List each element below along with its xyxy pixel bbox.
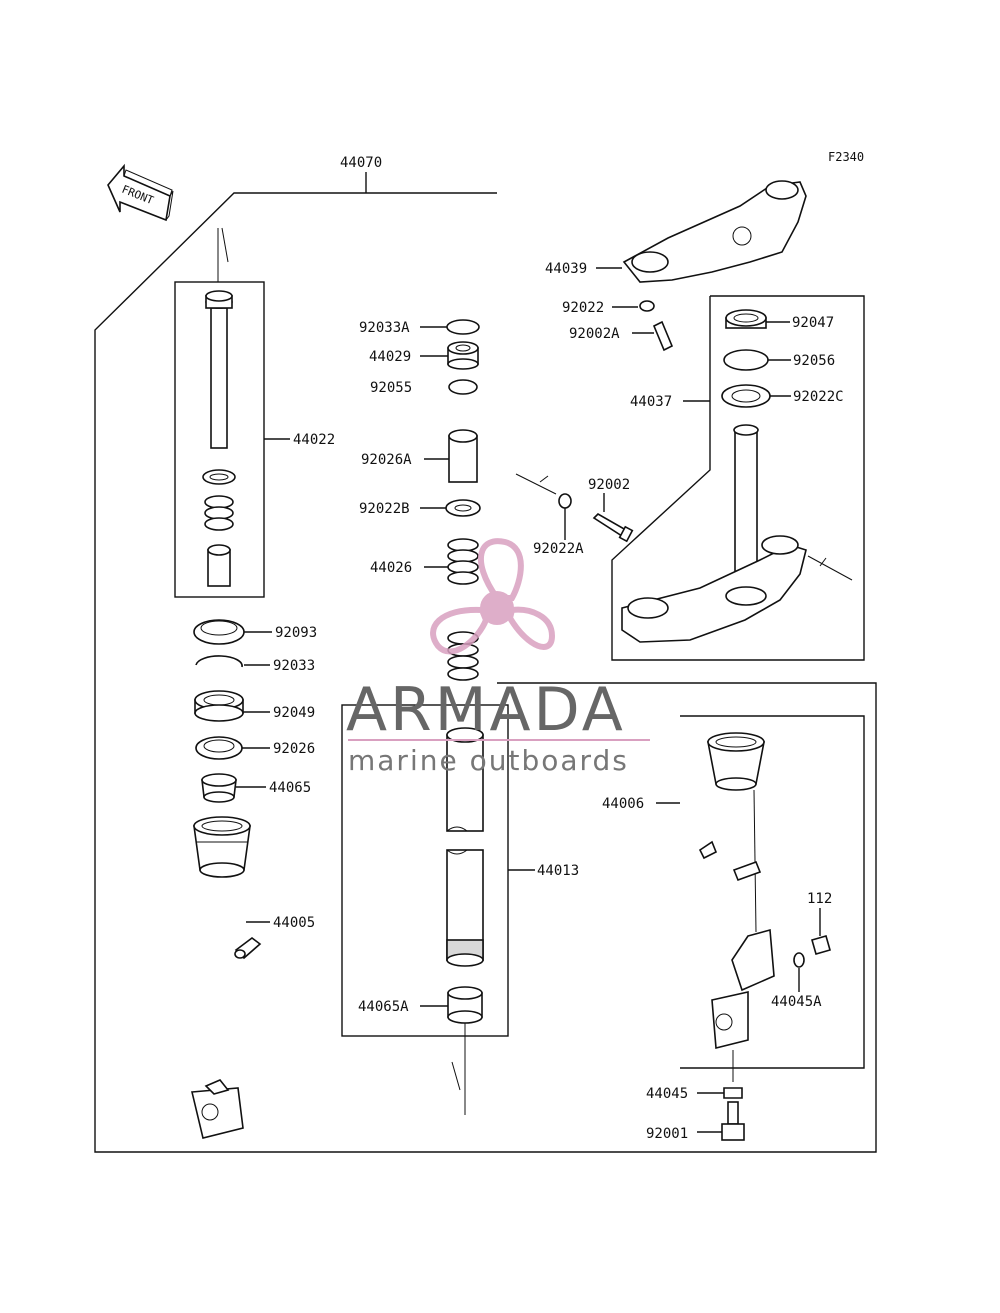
part-clamp-block bbox=[191, 1079, 244, 1139]
label-44022: 44022 bbox=[293, 432, 335, 448]
label-92002A: 92002A bbox=[569, 326, 620, 342]
label-112: 112 bbox=[807, 891, 832, 907]
label-44006: 44006 bbox=[602, 796, 644, 812]
part-92022A: 92022A bbox=[515, 473, 584, 557]
assembly-outline: 44070 bbox=[94, 155, 877, 1153]
part-92026: 92026 bbox=[195, 736, 315, 760]
label-92026A: 92026A bbox=[361, 452, 412, 468]
part-92033A: 92033A bbox=[359, 319, 480, 336]
group-44013: 44013 44065A bbox=[341, 704, 579, 1115]
group-44006: 44006 bbox=[602, 715, 865, 1069]
part-92026A: 92026A bbox=[361, 429, 478, 483]
label-44037: 44037 bbox=[630, 394, 672, 410]
label-44039: 44039 bbox=[545, 261, 587, 277]
label-92033A: 92033A bbox=[359, 320, 410, 336]
part-44026: 44026 bbox=[370, 538, 479, 681]
part-44045A: 44045A bbox=[771, 952, 822, 1010]
label-44013: 44013 bbox=[537, 863, 579, 879]
part-92002: 92002 bbox=[588, 477, 634, 543]
propeller-icon bbox=[430, 538, 556, 655]
label-44065A: 44065A bbox=[358, 999, 409, 1015]
part-92022B: 92022B bbox=[359, 499, 481, 517]
part-92001: 92001 bbox=[646, 1101, 745, 1142]
label-92022C: 92022C bbox=[793, 389, 844, 405]
label-92022A: 92022A bbox=[533, 541, 584, 557]
part-92002A: 92002A bbox=[569, 320, 674, 352]
part-44045: 44045 bbox=[646, 1050, 743, 1102]
part-44065: 44065 bbox=[201, 773, 311, 803]
part-92049: 92049 bbox=[194, 690, 315, 722]
watermark-title: ARMADA bbox=[346, 675, 626, 745]
label-92001: 92001 bbox=[646, 1126, 688, 1142]
label-92047: 92047 bbox=[792, 315, 834, 331]
part-112: 112 bbox=[807, 891, 832, 955]
label-92093: 92093 bbox=[275, 625, 317, 641]
label-92022B: 92022B bbox=[359, 501, 410, 517]
part-cup-upper bbox=[193, 816, 251, 878]
label-44026: 44026 bbox=[370, 560, 412, 576]
label-44029: 44029 bbox=[369, 349, 411, 365]
label-92022: 92022 bbox=[562, 300, 604, 316]
label-92026: 92026 bbox=[273, 741, 315, 757]
part-92093: 92093 bbox=[193, 619, 317, 645]
label-92033: 92033 bbox=[273, 658, 315, 674]
label-44070: 44070 bbox=[340, 155, 382, 171]
label-44005: 44005 bbox=[273, 915, 315, 931]
label-92056: 92056 bbox=[793, 353, 835, 369]
label-92049: 92049 bbox=[273, 705, 315, 721]
group-44022: 44022 bbox=[174, 227, 335, 598]
part-44005: 44005 bbox=[234, 915, 315, 960]
watermark-subtitle: marine outboards bbox=[348, 744, 629, 777]
part-92022: 92022 bbox=[562, 300, 655, 316]
part-92033: 92033 bbox=[195, 655, 315, 674]
part-44039: 44039 bbox=[545, 180, 807, 283]
label-44065: 44065 bbox=[269, 780, 311, 796]
label-44045A: 44045A bbox=[771, 994, 822, 1010]
part-92055: 92055 bbox=[370, 379, 478, 396]
part-44029: 44029 bbox=[369, 341, 479, 370]
figure-code: F2340 bbox=[828, 150, 864, 164]
watermark: ARMADA marine outboards bbox=[346, 538, 650, 777]
front-arrow-icon: FRONT bbox=[107, 163, 174, 222]
label-92055: 92055 bbox=[370, 380, 412, 396]
label-44045: 44045 bbox=[646, 1086, 688, 1102]
group-44037: 44037 92047 92056 92022C bbox=[611, 295, 865, 661]
label-92002: 92002 bbox=[588, 477, 630, 493]
